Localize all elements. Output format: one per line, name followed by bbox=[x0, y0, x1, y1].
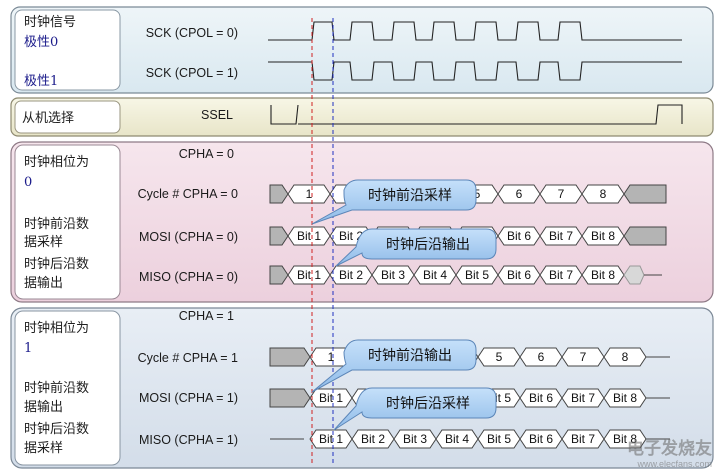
bus-cell-label-c1-miso-4: Bit 4 bbox=[445, 432, 469, 446]
cpha1-left-desc1b: 据输出 bbox=[24, 399, 63, 415]
cpha0-left-desc2b: 据输出 bbox=[24, 275, 63, 291]
callout-cpha0-sample: 时钟前沿采样 bbox=[311, 179, 477, 225]
ssel-panel bbox=[10, 97, 714, 137]
clock-left-title: 时钟信号 bbox=[24, 14, 76, 30]
watermark-text: 电子发烧友 bbox=[627, 438, 712, 459]
callout-cpha1-output-text: 时钟前沿输出 bbox=[368, 347, 452, 364]
cpha0-heading: CPHA = 0 bbox=[179, 147, 234, 161]
bus-cell-label-c1-cyc-8: 8 bbox=[622, 350, 629, 364]
bus-cell-label-c1-miso-3: Bit 3 bbox=[403, 432, 427, 446]
bus-cell-label-c1-cyc-7: 7 bbox=[580, 350, 587, 364]
bus-row-c1-miso: Bit 1 Bit 2 Bit 3 Bit 4 Bit 5 Bit 6 Bit 7 Bit 8 bbox=[270, 429, 670, 449]
bus-cell-label-c0-miso-2: Bit 2 bbox=[339, 268, 363, 282]
bus-lead-c0-mosi bbox=[269, 226, 289, 246]
cpha1-left-title: 时钟相位为 bbox=[24, 320, 89, 336]
panel-backgrounds bbox=[10, 6, 714, 469]
cpha0-left-desc1b: 据采样 bbox=[24, 235, 63, 250]
callout-cpha1-sample-text: 时钟后沿采样 bbox=[386, 395, 470, 412]
signal-label-sck-cpol1: SCK (CPOL = 1) bbox=[146, 66, 238, 80]
bus-cell-label-c0-cyc-7: 7 bbox=[558, 187, 565, 201]
bus-cell-label-c1-cyc-5: 5 bbox=[496, 350, 503, 364]
bus-cell-label-c0-mosi-2: Bit 2 bbox=[339, 229, 363, 243]
sck-cpol1-waveform bbox=[268, 61, 682, 81]
bus-cell-label-c0-miso-8: Bit 8 bbox=[591, 268, 615, 282]
bus-cell-label-c1-miso-8: Bit 8 bbox=[613, 432, 637, 446]
row-label-mosi-cpha0: MOSI (CPHA = 0) bbox=[139, 230, 238, 244]
callout-cpha1-output: 时钟前沿输出 bbox=[311, 339, 477, 393]
bus-cell-label-c0-miso-3: Bit 3 bbox=[381, 268, 405, 282]
bus-cell-label-c1-cyc-1: 1 bbox=[328, 350, 335, 364]
cpha0-left-desc1a: 时钟前沿数 bbox=[24, 216, 89, 232]
bus-row-c0-miso: Bit 1 Bit 2 Bit 3 Bit 4 Bit 5 Bit 6 Bit 7 Bit 8 bbox=[269, 265, 662, 285]
sck-cpol0-waveform bbox=[268, 21, 682, 41]
bus-cell-label-c0-miso-7: Bit 7 bbox=[549, 268, 573, 282]
cpha1-left-desc2a: 时钟后沿数 bbox=[24, 421, 89, 437]
bus-cell-label-c1-mosi-8: Bit 8 bbox=[613, 391, 637, 405]
bus-cell-label-c0-cyc-6: 6 bbox=[516, 187, 523, 201]
bus-lead-c0-miso bbox=[269, 265, 289, 285]
cpha1-left-value: 1 bbox=[24, 341, 32, 356]
bus-cell-label-c0-cyc-8: 8 bbox=[600, 187, 607, 201]
bus-cell-label-c1-miso-1: Bit 1 bbox=[319, 432, 343, 446]
bus-cell-label-c0-cyc-1: 1 bbox=[306, 187, 313, 201]
bus-cell-label-c0-mosi-6: Bit 6 bbox=[507, 229, 531, 243]
row-label-cycle-cpha0: Cycle # CPHA = 0 bbox=[138, 187, 238, 201]
bus-cell-label-c0-miso-6: Bit 6 bbox=[507, 268, 531, 282]
callout-cpha0-output-text: 时钟后沿输出 bbox=[386, 236, 470, 253]
ssel-left-title: 从机选择 bbox=[22, 111, 74, 126]
cpha0-left-box bbox=[14, 144, 121, 300]
cpha1-left-desc2b: 据采样 bbox=[24, 441, 63, 456]
callout-cpha1-sample: 时钟后沿采样 bbox=[333, 387, 497, 431]
bus-lead-c0-cyc bbox=[269, 184, 289, 204]
signal-label-sck-cpol0: SCK (CPOL = 0) bbox=[146, 26, 238, 40]
clock-panel bbox=[10, 6, 714, 94]
callout-cpha0-sample-text: 时钟前沿采样 bbox=[368, 187, 452, 204]
bus-trail-c0-cyc bbox=[623, 184, 667, 204]
cpha0-left-value: 0 bbox=[24, 175, 32, 190]
ssel-left-box bbox=[14, 100, 121, 134]
bus-cell-label-c1-cyc-6: 6 bbox=[538, 350, 545, 364]
bus-cell-label-c1-miso-2: Bit 2 bbox=[361, 432, 385, 446]
callout-cpha0-output: 时钟后沿输出 bbox=[335, 228, 497, 267]
watermark-url: www.elecfans.com bbox=[636, 459, 712, 469]
bus-cell-label-c1-mosi-7: Bit 7 bbox=[571, 391, 595, 405]
clock-left-sub: 极性0 bbox=[24, 35, 58, 50]
bus-cell-label-c0-mosi-1: Bit 1 bbox=[297, 229, 321, 243]
bus-lead-c1-mosi bbox=[269, 388, 311, 408]
bus-cell-label-c1-miso-7: Bit 7 bbox=[571, 432, 595, 446]
cpha0-panel bbox=[10, 141, 714, 303]
row-label-mosi-cpha1: MOSI (CPHA = 1) bbox=[139, 391, 238, 405]
row-label-cycle-cpha1: Cycle # CPHA = 1 bbox=[138, 351, 238, 365]
signal-label-ssel: SSEL bbox=[201, 108, 233, 122]
bus-cell-label-c0-miso-4: Bit 4 bbox=[423, 268, 447, 282]
row-label-miso-cpha0: MISO (CPHA = 0) bbox=[139, 270, 238, 284]
bus-trail-c0-mosi bbox=[623, 226, 667, 246]
cpha0-left-title: 时钟相位为 bbox=[24, 154, 89, 170]
cpha1-left-box bbox=[14, 310, 121, 466]
cpha1-heading: CPHA = 1 bbox=[179, 309, 234, 323]
clock-left-sub2: 极性1 bbox=[24, 74, 58, 89]
row-label-miso-cpha1: MISO (CPHA = 1) bbox=[139, 433, 238, 447]
bus-cell-label-c0-mosi-8: Bit 8 bbox=[591, 229, 615, 243]
bus-cell-label-c1-miso-5: Bit 5 bbox=[487, 432, 511, 446]
bus-cell-label-c0-cyc-5: 5 bbox=[474, 187, 481, 201]
bus-cell-label-c1-mosi-6: Bit 6 bbox=[529, 391, 553, 405]
bus-cell-label-c1-mosi-1: Bit 1 bbox=[319, 391, 343, 405]
bus-cell-label-c1-miso-6: Bit 6 bbox=[529, 432, 553, 446]
callouts: 时钟前沿采样 时钟后沿输出 时钟前沿输出 时钟后沿采样 bbox=[311, 179, 497, 431]
cpha0-left-desc2a: 时钟后沿数 bbox=[24, 256, 89, 272]
ssel-waveform bbox=[270, 104, 683, 125]
cpha1-left-desc1a: 时钟前沿数 bbox=[24, 380, 89, 396]
bus-cell-label-c0-miso-5: Bit 5 bbox=[465, 268, 489, 282]
watermark: 电子发烧友 www.elecfans.com bbox=[627, 438, 712, 469]
bus-cell-label-c0-mosi-7: Bit 7 bbox=[549, 229, 573, 243]
clock-left-box bbox=[14, 9, 121, 91]
bus-cell-label-c0-miso-1: Bit 1 bbox=[297, 268, 321, 282]
bus-lead-c1-cyc bbox=[269, 347, 311, 367]
